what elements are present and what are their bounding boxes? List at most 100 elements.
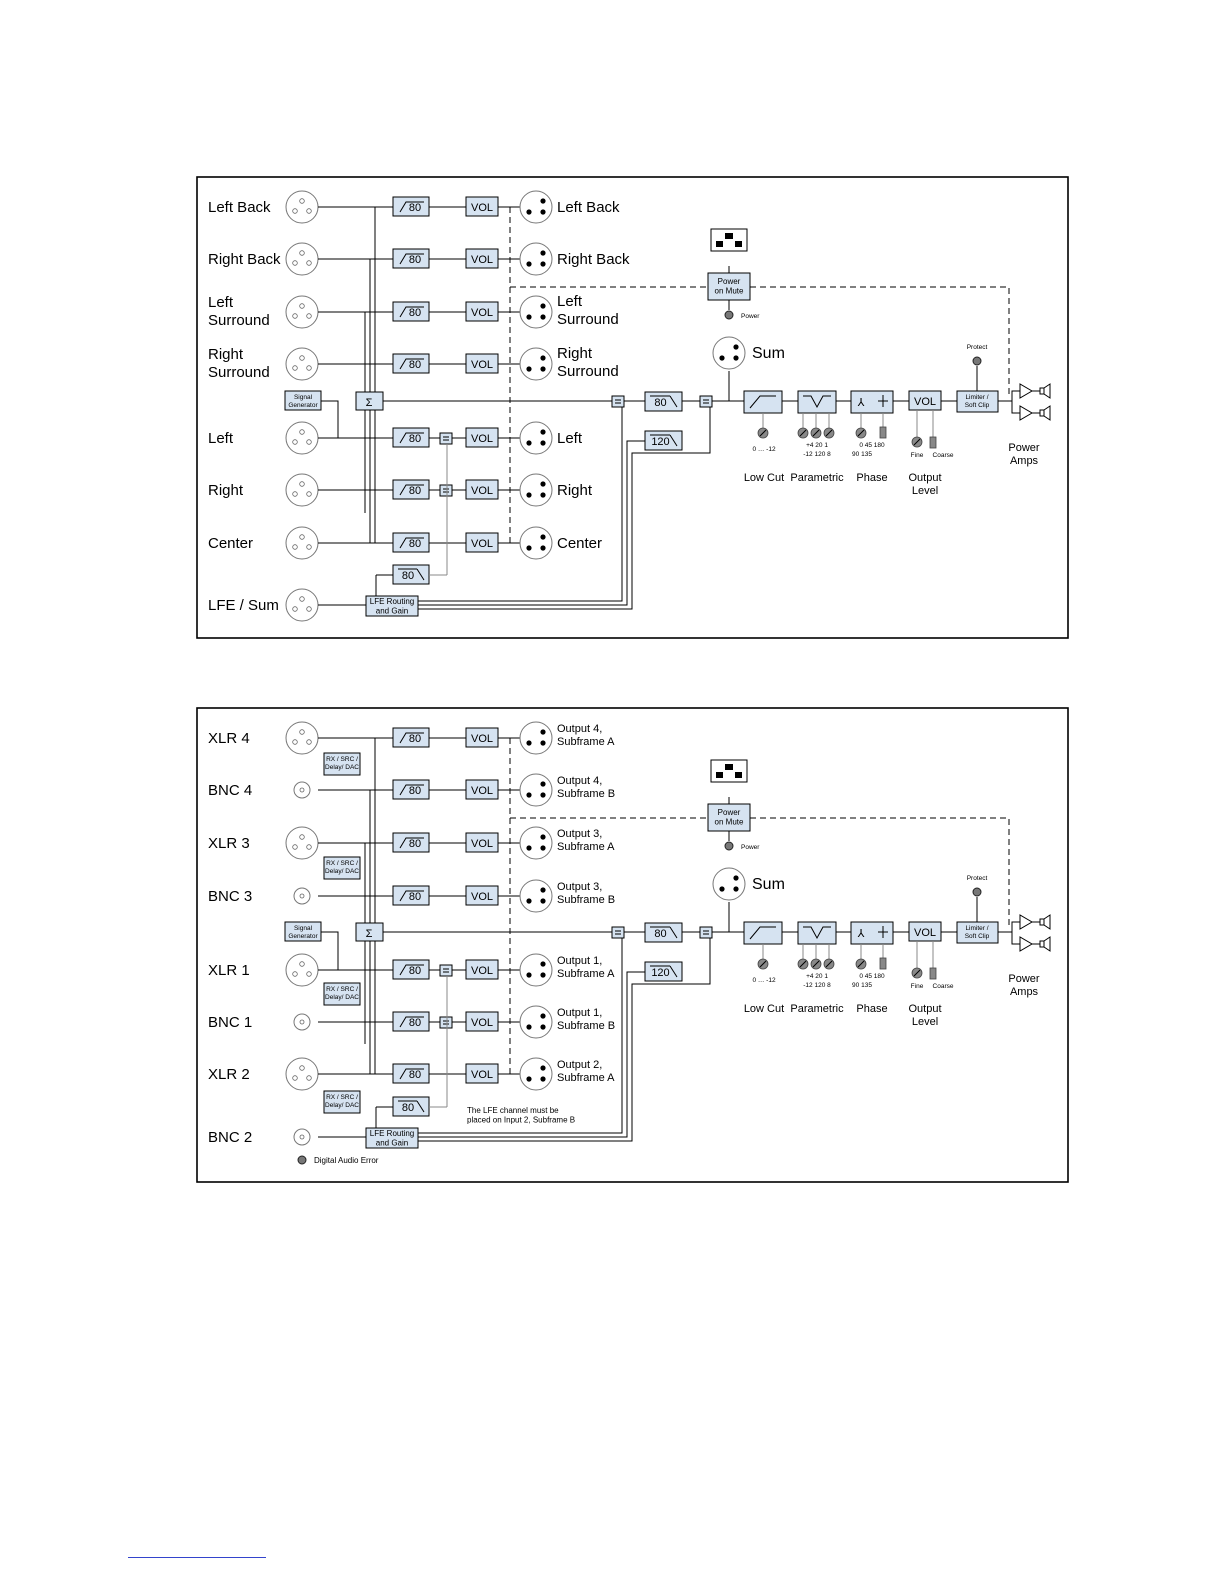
output-label: Left Back <box>557 199 620 216</box>
xlr-output-jack-icon <box>519 879 553 913</box>
mute-control-line <box>510 286 1010 397</box>
coarse-switch-icon <box>929 436 937 449</box>
input-label: Left <box>208 430 234 447</box>
input-label: BNC 2 <box>208 1129 252 1146</box>
fine-label: Fine <box>911 983 924 990</box>
rx-src-dac-block <box>323 1090 361 1114</box>
knob-icon <box>911 967 923 979</box>
sum-output-label: Sum <box>752 345 785 362</box>
coarse-switch-icon <box>929 967 937 980</box>
low-cut-title: Low Cut <box>744 472 784 484</box>
output-label: Output 1,Subframe B <box>557 1007 615 1032</box>
xlr-output-jack-icon <box>519 1057 553 1091</box>
phase-range-top: 0 45 180 <box>859 442 885 449</box>
filter-label: 80 <box>402 1102 414 1114</box>
xlr-input-jack-icon <box>285 473 319 507</box>
phase-range-bottom: 90 135 <box>852 451 872 458</box>
xlr-output-jack-icon <box>519 526 553 560</box>
summing-junction <box>699 926 713 939</box>
summing-junction <box>611 926 625 939</box>
power-connector-icon <box>710 228 748 252</box>
parametric-eq-block <box>797 390 837 414</box>
sum-output-label: Sum <box>752 876 785 893</box>
output-label: Right <box>557 482 593 499</box>
vol-label: VOL <box>471 733 493 745</box>
speaker-icon <box>1039 405 1051 421</box>
xlr-output-jack-icon <box>519 1005 553 1039</box>
xlr-output-jack-icon <box>519 347 553 381</box>
filter-label: 80 <box>409 538 421 550</box>
knob-icon <box>757 427 769 439</box>
phase-delay-icon: ⅄ <box>858 928 865 940</box>
digital-audio-error-label: Digital Audio Error <box>314 1156 379 1165</box>
knob-icon <box>823 427 835 439</box>
parametric-title: Parametric <box>790 472 844 484</box>
knob-icon <box>810 958 822 970</box>
filter-label: 80 <box>409 965 421 977</box>
rx-src-label: RX / SRC /Delay/ DAC <box>325 986 359 1001</box>
diagram-frame <box>196 176 1069 639</box>
power-connector-icon <box>710 759 748 783</box>
phase-range-top: 0 45 180 <box>859 973 885 980</box>
lfe-routing-block <box>365 1127 419 1149</box>
coarse-label: Coarse <box>933 452 954 459</box>
knob-icon <box>823 958 835 970</box>
footer-link-underline <box>128 1557 266 1558</box>
knob-icon <box>855 958 867 970</box>
low-cut-range: 0 … -12 <box>752 446 776 453</box>
low-cut-block <box>743 921 783 945</box>
rx-src-dac-block <box>323 856 361 880</box>
power-led-label: Power <box>741 313 760 320</box>
power-on-mute-block <box>707 272 751 301</box>
output-label: Left <box>557 430 583 447</box>
filter-label: 80 <box>409 733 421 745</box>
protect-led-label: Protect <box>967 875 988 882</box>
power-amp-icon <box>1019 936 1040 952</box>
bnc-jack-icon <box>293 1013 311 1031</box>
filter-label: 80 <box>409 359 421 371</box>
vol-label: VOL <box>471 202 493 214</box>
phase-title: Phase <box>856 472 887 484</box>
summing-junction <box>439 964 453 977</box>
input-label: Left Back <box>208 199 271 216</box>
phase-delay-icon: ⅄ <box>858 397 865 409</box>
lfe-routing-block <box>365 595 419 617</box>
xlr-output-jack-icon <box>712 336 746 370</box>
vol-label: VOL <box>471 433 493 445</box>
xlr-output-jack-icon <box>712 867 746 901</box>
output-label: Output 3,Subframe B <box>557 881 615 906</box>
xlr-output-jack-icon <box>519 953 553 987</box>
input-label: XLR 3 <box>208 835 250 852</box>
knob-icon <box>855 427 867 439</box>
xlr-output-jack-icon <box>519 421 553 455</box>
rx-src-dac-block <box>323 982 361 1006</box>
filter-label: 80 <box>409 891 421 903</box>
xlr-output-jack-icon <box>519 242 553 276</box>
sigma-label: Σ <box>366 397 373 409</box>
filter-label: 80 <box>654 928 666 940</box>
xlr-input-jack-icon <box>285 953 319 987</box>
vol-label: VOL <box>471 1069 493 1081</box>
power-amp-icon <box>1019 914 1040 930</box>
xlr-input-jack-icon <box>285 721 319 755</box>
vol-label: VOL <box>471 359 493 371</box>
low-cut-range: 0 … -12 <box>752 977 776 984</box>
filter-label: 80 <box>409 1069 421 1081</box>
power-amp-icon <box>1019 383 1040 399</box>
input-label: Center <box>208 535 253 552</box>
speaker-icon <box>1039 383 1051 399</box>
vol-label: VOL <box>471 891 493 903</box>
power-led-icon <box>724 841 734 851</box>
param-range-bottom: -12 120 8 <box>803 982 831 989</box>
vol-label: VOL <box>471 785 493 797</box>
power-led-icon <box>724 310 734 320</box>
knob-icon <box>911 436 923 448</box>
bnc-jack-icon <box>293 887 311 905</box>
